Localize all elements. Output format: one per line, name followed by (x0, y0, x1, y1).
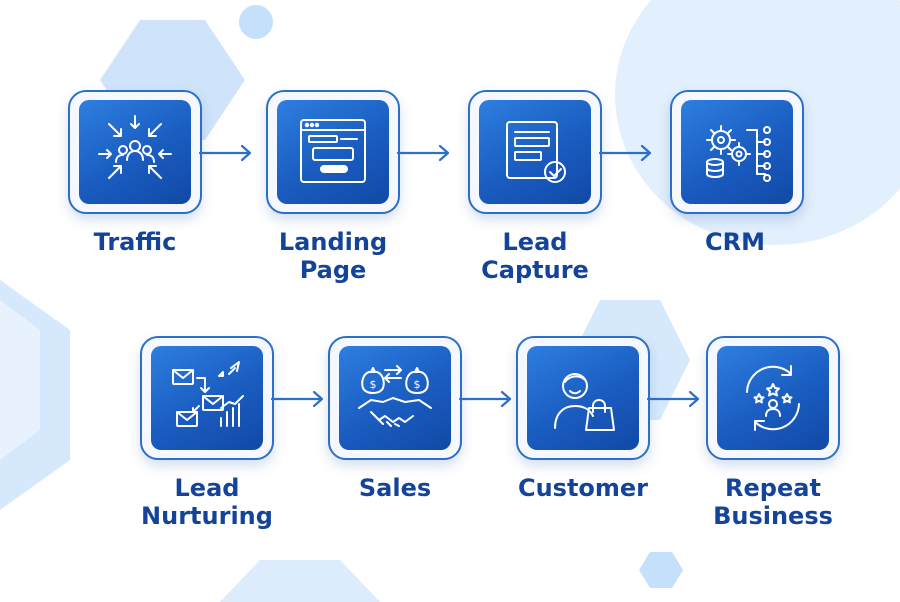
step-crm (670, 90, 804, 214)
gears-database-icon (681, 100, 793, 204)
arrow-icon (198, 144, 252, 162)
step-label: Sales (358, 474, 432, 502)
arrow-icon (458, 390, 512, 408)
arrow-icon (396, 144, 450, 162)
step-lead-capture (468, 90, 602, 214)
step-lead-nurturing (140, 336, 274, 460)
step-label: CRM (705, 228, 765, 256)
step-repeat-business (706, 336, 840, 460)
handshake-money-icon: $ $ (339, 346, 451, 450)
repeat-stars-icon (717, 346, 829, 450)
svg-text:$: $ (370, 378, 377, 391)
arrow-icon (646, 390, 700, 408)
svg-text:$: $ (414, 378, 421, 391)
step-traffic (68, 90, 202, 214)
arrow-icon (270, 390, 324, 408)
step-sales: $ $ (328, 336, 462, 460)
arrow-icon (598, 144, 652, 162)
step-label: Customer (517, 474, 649, 502)
step-label: Traffic (93, 228, 177, 256)
email-nurture-icon (151, 346, 263, 450)
customer-bag-icon (527, 346, 639, 450)
step-landing-page (266, 90, 400, 214)
traffic-arrows-icon (79, 100, 191, 204)
form-check-icon (479, 100, 591, 204)
landing-page-icon (277, 100, 389, 204)
step-customer (516, 336, 650, 460)
